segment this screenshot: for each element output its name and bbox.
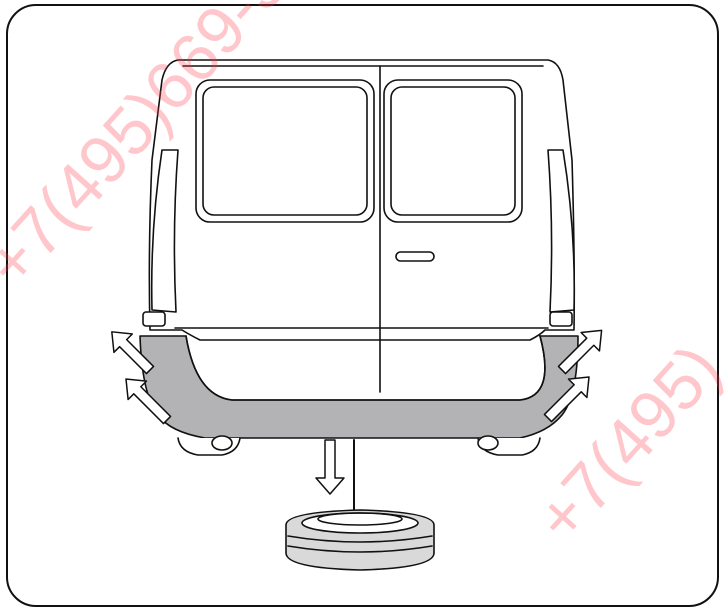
bumper-inner-edge [185,335,546,401]
left-wheel-hub [211,435,233,451]
door-handle [395,251,435,262]
spare-tire-tread [287,535,433,553]
right-wheel-hub [477,435,499,451]
left-rear-window [195,79,375,223]
spare-tire-rim-inner [317,512,403,526]
right-rear-window-inner [390,86,516,216]
right-lower-arrow [543,376,590,423]
right-pillar [547,149,576,313]
center-down-arrow [315,439,345,495]
left-rear-window-inner [202,86,368,216]
left-tail-light [142,311,166,327]
right-upper-arrow [557,329,603,375]
left-lower-arrow [125,378,172,425]
right-tail-light [549,311,573,327]
left-upper-arrow [111,331,155,375]
spare-tire-rim-outer [301,512,419,534]
right-rear-window [383,79,523,223]
left-pillar [150,149,179,313]
